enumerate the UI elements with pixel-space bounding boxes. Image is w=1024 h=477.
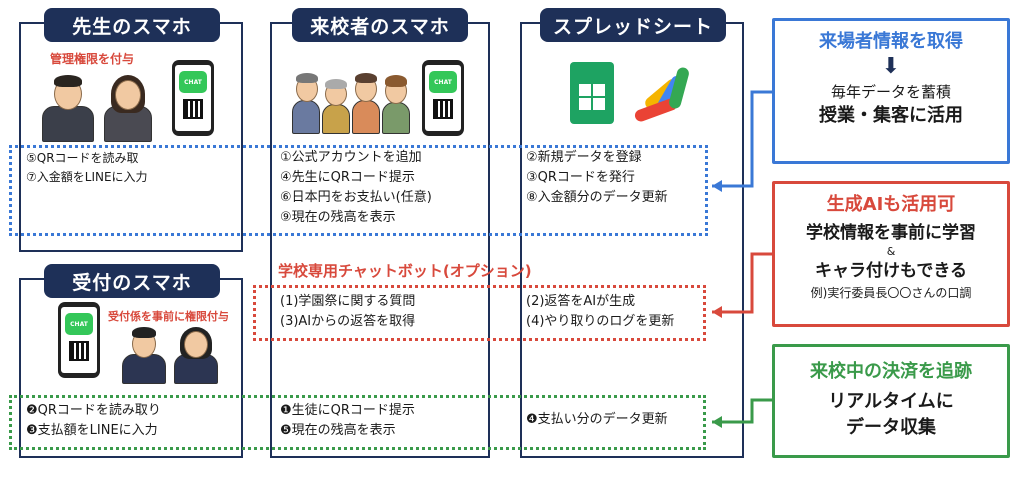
visitor-phone: CHAT	[422, 60, 464, 136]
visitor-info-box: 来場者情報を取得 ⬇ 毎年データを蓄積 授業・集客に活用	[772, 18, 1010, 164]
visitor-title: 来校者のスマホ	[292, 8, 468, 42]
genai-box: 生成AIも活用可 学校情報を事前に学習 & キャラ付けもできる 例)実行委員長〇…	[772, 181, 1010, 327]
teacher-male-illustration	[38, 70, 98, 142]
green-arrow-head	[712, 416, 722, 428]
sheet-column	[520, 22, 744, 458]
sheet-title: スプレッドシート	[540, 8, 726, 42]
chatbot-title: 学校専用チャットボット(オプション)	[278, 262, 532, 280]
apps-script-icon	[634, 67, 689, 122]
red-arrow-head	[712, 306, 722, 318]
teacher-permission-label: 管理権限を付与	[50, 52, 135, 66]
teacher-phone: CHAT	[172, 60, 214, 136]
sheet-chatbot-steps: (2)返答をAIが生成(4)やり取りのログを更新	[526, 294, 675, 329]
visitor-chatbot-steps: (1)学園祭に関する質問(3)AIからの返答を取得	[280, 294, 416, 329]
reception-phone: CHAT	[58, 302, 100, 378]
students-illustration	[118, 326, 222, 384]
teacher-title: 先生のスマホ	[44, 8, 220, 42]
teacher-female-illustration	[100, 70, 156, 142]
visitors-illustration	[292, 70, 412, 134]
qr-code-icon	[69, 341, 89, 361]
qr-code-icon	[433, 99, 453, 119]
down-arrow-icon: ⬇	[881, 54, 901, 79]
reception-title: 受付のスマホ	[44, 264, 220, 298]
sheet-green-steps: ❹支払い分のデータ更新	[526, 412, 668, 427]
blue-arrow-head	[712, 180, 722, 192]
payment-tracking-box: 来校中の決済を追跡 リアルタイムに データ収集	[772, 344, 1010, 458]
google-sheets-icon	[570, 62, 614, 124]
qr-code-icon	[183, 99, 203, 119]
reception-permission-label: 受付係を事前に権限付与	[108, 310, 229, 323]
